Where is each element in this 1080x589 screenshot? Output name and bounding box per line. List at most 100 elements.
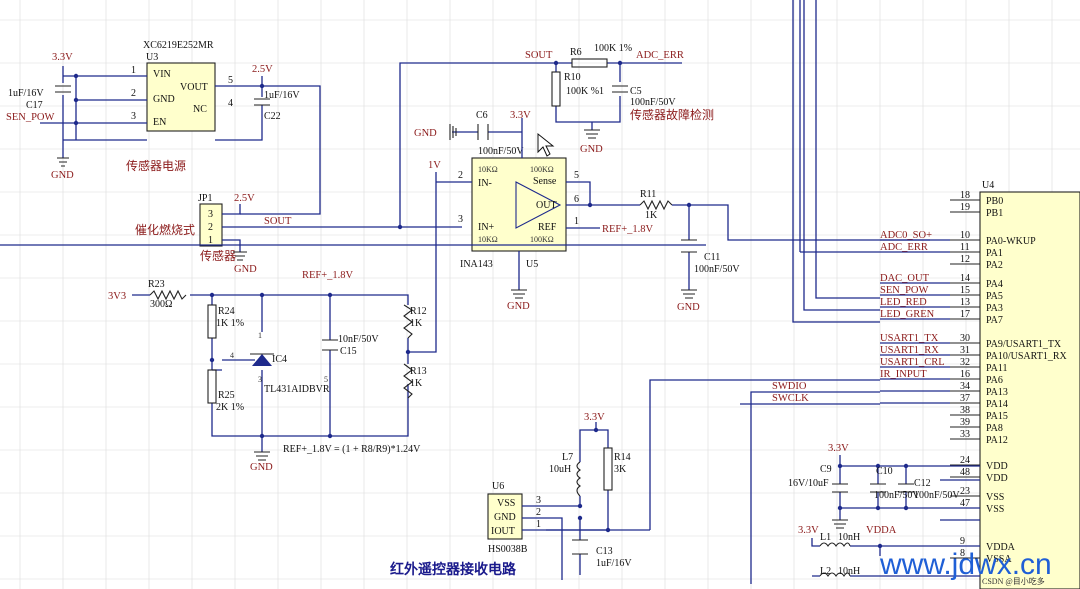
c12-value: 100nF/50V (914, 490, 960, 501)
net-ref-1v8-a: REF+_1.8V (602, 224, 654, 235)
c9-value: 16V/10uF (788, 478, 829, 489)
c12-ref: C12 (914, 478, 931, 489)
r11-ref: R11 (640, 189, 656, 200)
net-sout-b: SOUT (525, 50, 553, 61)
net-sen-pow-a: SEN_POW (6, 112, 55, 123)
u5-pin-sense: Sense (533, 176, 557, 187)
ir-caption: 红外遥控器接收电路 (390, 561, 517, 578)
u3-pin-en: EN (153, 117, 166, 128)
u3-pin-vin: VIN (153, 69, 171, 80)
u6-pin2: 2 (536, 507, 541, 518)
r14-body (603, 447, 613, 491)
net-ref-1v8-b: REF+_1.8V (302, 270, 354, 281)
l2-value: 10nH (838, 566, 860, 577)
gnd-ref: GND (250, 462, 273, 473)
u4-pin-name: VDD (986, 461, 1008, 472)
u4-pin-number: 39 (960, 417, 970, 428)
c17-value: 1uF/16V (8, 88, 44, 99)
c17-ref: C17 (26, 100, 43, 111)
c5-caption: 传感器故障检测 (630, 107, 714, 122)
u4-pin-name: PA3 (986, 303, 1003, 314)
u4-pin-name: PA1 (986, 248, 1003, 259)
net-2v5-a: 2.5V (252, 64, 273, 75)
net-2v5-b: 2.5V (234, 193, 255, 204)
u3-pin1: 1 (131, 65, 136, 76)
u5-ref: U5 (526, 259, 538, 270)
c15-ref: C15 (340, 346, 357, 357)
u6-pin-gnd: GND (494, 512, 516, 523)
u4-pin-name: PA7 (986, 315, 1003, 326)
u4-pin-number: 23 (960, 486, 970, 497)
l7-value: 10uH (549, 464, 571, 475)
r24-value: 1K 1% (216, 318, 244, 329)
u4-pin-name: VDD (986, 473, 1008, 484)
u6-pin-vss: VSS (497, 498, 515, 509)
u4-pin-number: 33 (960, 429, 970, 440)
r14-ref: R14 (614, 452, 631, 463)
u4-net-label: ADC0_SO+ (880, 230, 932, 241)
u4-pin-number: 48 (960, 467, 970, 478)
net-vdda: VDDA (866, 525, 897, 536)
gnd-c6: GND (414, 128, 437, 139)
u4-pin-name: PA13 (986, 387, 1008, 398)
r6-ref: R6 (570, 47, 582, 58)
u3-pin-vout: VOUT (180, 82, 208, 93)
net-3v3-b: 3.3V (510, 110, 531, 121)
net-3v3-ir: 3.3V (584, 412, 605, 423)
u5-amplifier: IN- IN+ Sense OUT REF 10KΩ 100KΩ 10KΩ 10… (458, 157, 579, 270)
u4-pin-name: PA10/USART1_RX (986, 351, 1067, 362)
u4-net-label: USART1_CRL (880, 357, 945, 368)
r10-ref: R10 (564, 72, 581, 83)
u5-res-c: 10KΩ (478, 235, 498, 244)
u4-pin-number: 32 (960, 357, 970, 368)
u5-pin1: 1 (574, 216, 579, 227)
u4-pin-name: PA9/USART1_TX (986, 339, 1062, 350)
r13-value: 1K (410, 378, 423, 389)
u5-pin-in-plus: IN+ (478, 222, 495, 233)
u3-pin4: 4 (228, 98, 233, 109)
u4-pin-number: 12 (960, 254, 970, 265)
c6-ref: C6 (476, 110, 488, 121)
l1-value: 10nH (838, 532, 860, 543)
u4-pin-name: PA11 (986, 363, 1008, 374)
net-3v3-vdda: 3.3V (798, 525, 819, 536)
u4-pin-number: 18 (960, 190, 970, 201)
c13-value: 1uF/16V (596, 558, 632, 569)
u4-net-label: USART1_TX (880, 333, 939, 344)
u5-pin-out: OUT (536, 200, 557, 211)
u4-pin-name: PA0-WKUP (986, 236, 1036, 247)
gnd-u3: GND (51, 170, 74, 181)
c5-value: 100nF/50V (630, 97, 676, 108)
r25-body (207, 369, 217, 404)
u5-res-b: 100KΩ (530, 165, 554, 174)
net-adc-err-a: ADC_ERR (636, 50, 684, 61)
jp1-label: 催化燃烧式 (135, 222, 195, 237)
watermark: www.jdwx.cn (879, 548, 1052, 581)
u4-net-label: IR_INPUT (880, 369, 927, 380)
u5-pin-ref: REF (538, 222, 557, 233)
u3-pin2: 2 (131, 88, 136, 99)
u6-ir-receiver: U6 VSS GND IOUT 3 2 1 HS0038B (487, 481, 541, 555)
c11-ref: C11 (704, 252, 720, 263)
ic4-pin5: 5 (324, 375, 328, 384)
u4-pin-name: VSS (986, 492, 1004, 503)
u4-pin-name: PA4 (986, 279, 1003, 290)
u3-part: XC6219E252MR (143, 40, 214, 51)
r12-ref: R12 (410, 306, 427, 317)
u4-pin-name: VSS (986, 504, 1004, 515)
u5-pin5: 5 (574, 170, 579, 181)
u6-pin1: 1 (536, 519, 541, 530)
u5-pin3: 3 (458, 214, 463, 225)
ic4-part: TL431AIDBVR (264, 384, 330, 395)
u4-pin-number: 19 (960, 202, 970, 213)
u4-pin-name: PA5 (986, 291, 1003, 302)
jp1-connector: 3 2 1 JP1 催化燃烧式 传感器 (135, 193, 236, 263)
r12-value: 1K (410, 318, 423, 329)
u4-net-label: ADC_ERR (880, 242, 928, 253)
u4-pin-name: PA2 (986, 260, 1003, 271)
u4-pin-number: 15 (960, 285, 970, 296)
u4-pin-number: 37 (960, 393, 970, 404)
u5-res-a: 10KΩ (478, 165, 498, 174)
u4-pin-name: PA15 (986, 411, 1008, 422)
